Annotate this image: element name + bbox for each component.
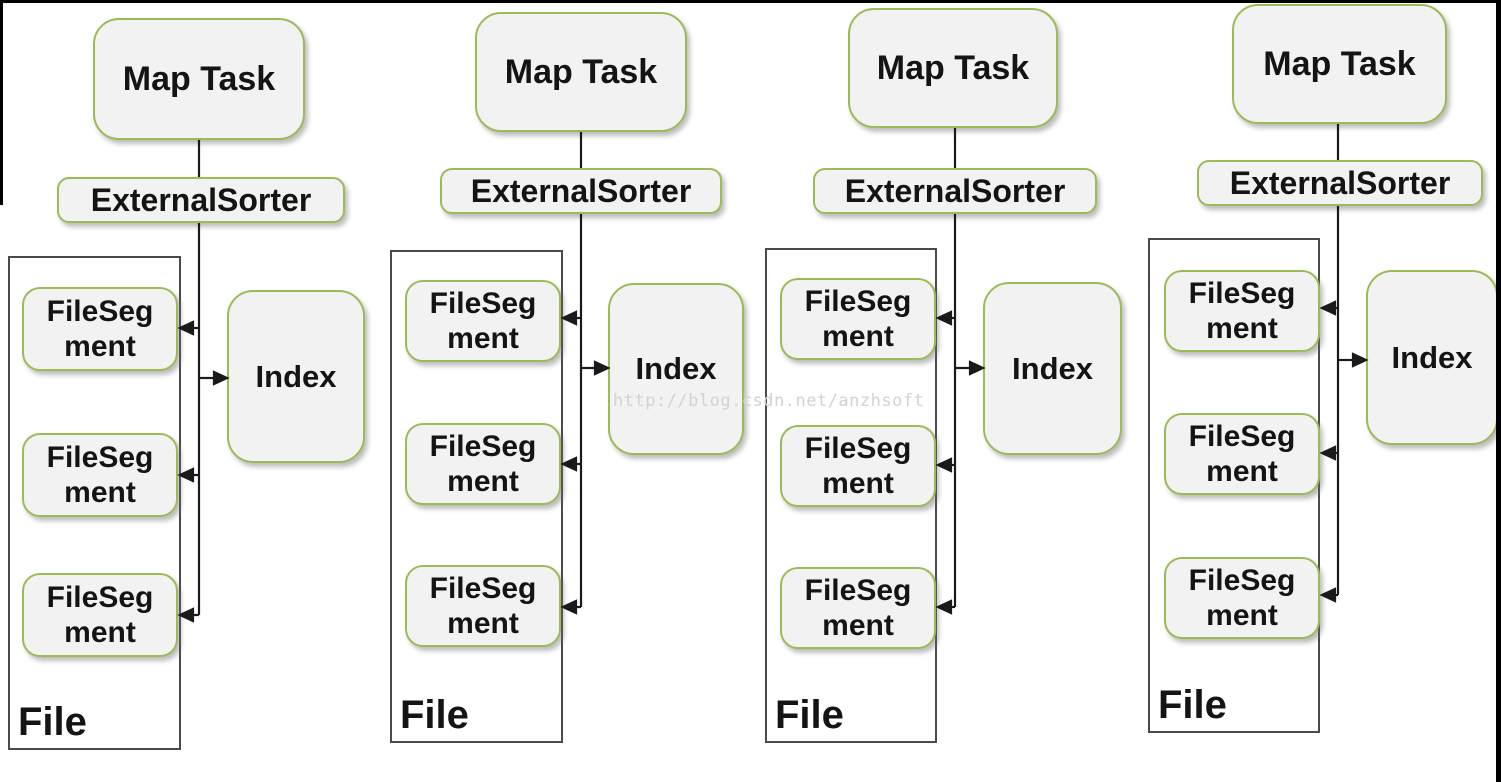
left-border-line bbox=[0, 0, 3, 205]
file-segment-box: FileSeg ment bbox=[22, 433, 178, 517]
file-segment-box: FileSeg ment bbox=[780, 278, 936, 360]
file-segment-box: FileSeg ment bbox=[780, 425, 936, 507]
file-segment-box: FileSeg ment bbox=[1164, 557, 1320, 639]
file-container: File bbox=[1148, 238, 1320, 733]
index-box: Index bbox=[608, 283, 744, 455]
map-task-box: Map Task bbox=[93, 18, 305, 140]
map-task-box: Map Task bbox=[475, 12, 687, 132]
file-segment-box: FileSeg ment bbox=[22, 287, 178, 371]
external-sorter-box: ExternalSorter bbox=[57, 177, 345, 223]
watermark-url: http://blog.csdn.net/anzhsoft bbox=[613, 391, 925, 411]
file-segment-box: FileSeg ment bbox=[22, 573, 178, 657]
file-label: File bbox=[18, 700, 87, 744]
file-container: File bbox=[8, 256, 181, 750]
file-segment-box: FileSeg ment bbox=[1164, 270, 1320, 352]
file-segment-box: FileSeg ment bbox=[405, 280, 561, 362]
map-task-box: Map Task bbox=[1232, 4, 1447, 124]
index-box: Index bbox=[983, 282, 1122, 455]
index-box: Index bbox=[227, 290, 365, 463]
file-container: File bbox=[390, 250, 563, 743]
file-segment-box: FileSeg ment bbox=[405, 565, 561, 647]
top-border-line bbox=[0, 0, 1501, 3]
external-sorter-box: ExternalSorter bbox=[1197, 160, 1483, 206]
file-segment-box: FileSeg ment bbox=[780, 567, 936, 649]
file-segment-box: FileSeg ment bbox=[1164, 413, 1320, 495]
right-border-bar bbox=[1496, 0, 1501, 782]
file-segment-box: FileSeg ment bbox=[405, 423, 561, 505]
external-sorter-box: ExternalSorter bbox=[813, 168, 1097, 214]
map-task-box: Map Task bbox=[848, 8, 1058, 128]
index-box: Index bbox=[1366, 270, 1498, 445]
file-label: File bbox=[775, 693, 844, 737]
file-label: File bbox=[400, 693, 469, 737]
file-container: File bbox=[765, 248, 937, 743]
external-sorter-box: ExternalSorter bbox=[440, 168, 722, 214]
file-label: File bbox=[1158, 683, 1227, 727]
